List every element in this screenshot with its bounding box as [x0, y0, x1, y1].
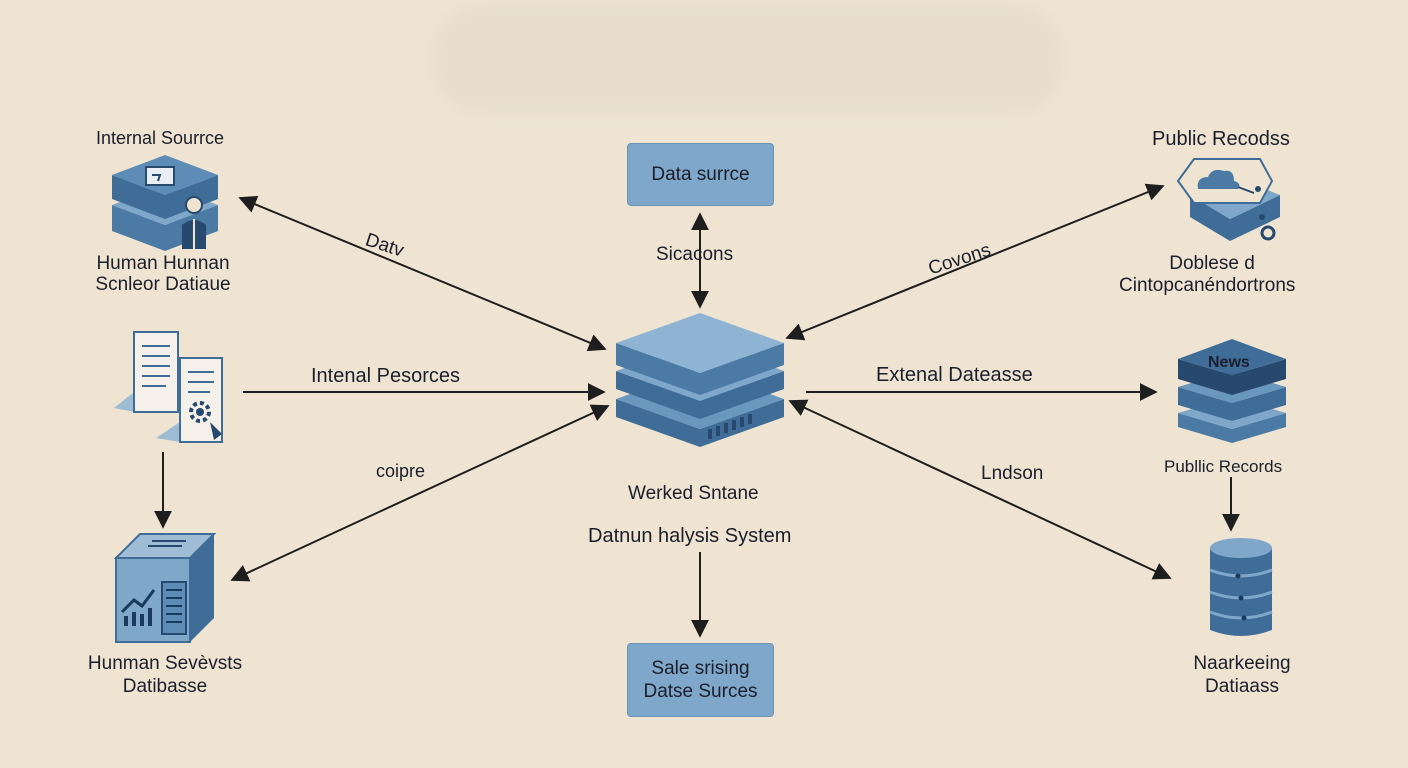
right-bottom-line2: Datiaass: [1205, 676, 1279, 697]
center-caption-line1: Werked Sntane: [628, 483, 759, 504]
right-top-line2: Cintopcanéndortrons: [1119, 275, 1296, 296]
news-stack-icon: [1178, 339, 1286, 443]
arrow-label-internal: Intenal Pesorces: [311, 365, 460, 387]
documents-gear-icon: [114, 331, 223, 443]
public-records-title: Public Recodss: [1152, 128, 1290, 150]
right-top-line1: Doblese d: [1169, 253, 1255, 274]
left-top-line2: Scnleor Datiaue: [95, 274, 231, 295]
right-bottom-line1: Naarkeeing: [1193, 653, 1291, 674]
internal-source-title: Internal Sourrce: [96, 128, 225, 148]
left-top-line1: Human Hunnan: [96, 253, 230, 274]
data-source-label: Data surrce: [651, 164, 750, 185]
sales-sources-line1: Sale srising: [651, 658, 750, 679]
server-stack-icon: [616, 313, 784, 447]
arrow-label-external: Extenal Dateasse: [876, 364, 1033, 386]
report-cube-icon: [113, 533, 217, 643]
arrow-right-top: [785, 183, 1165, 341]
top-arrow-label: Sicacons: [656, 244, 734, 265]
sales-sources-line2: Datse Surces: [643, 681, 758, 702]
arrow-label-lndson: Lndson: [981, 463, 1044, 484]
right-mid-caption: Publlic Records: [1164, 457, 1283, 476]
arrow-right-bottom: [788, 399, 1172, 580]
left-bottom-line1: Hunman Sevèvsts: [87, 653, 243, 674]
center-caption-line2: Datnun halysis System: [588, 525, 792, 547]
title-placeholder-blur: [430, 4, 1066, 114]
left-bottom-line2: Datibasse: [122, 676, 208, 697]
arrow-left-top: [238, 195, 607, 352]
user-database-icon: [112, 155, 218, 251]
news-icon-text: News: [1208, 354, 1250, 371]
cloud-database-icon: [1176, 158, 1280, 241]
arrow-label-coipre: coipre: [376, 461, 426, 481]
cylinder-database-icon: [1209, 538, 1273, 636]
data-source-box: Data surrce: [627, 143, 774, 206]
arrow-left-bottom: [230, 404, 610, 582]
sales-sources-box: Sale srising Datse Surces: [627, 643, 774, 717]
